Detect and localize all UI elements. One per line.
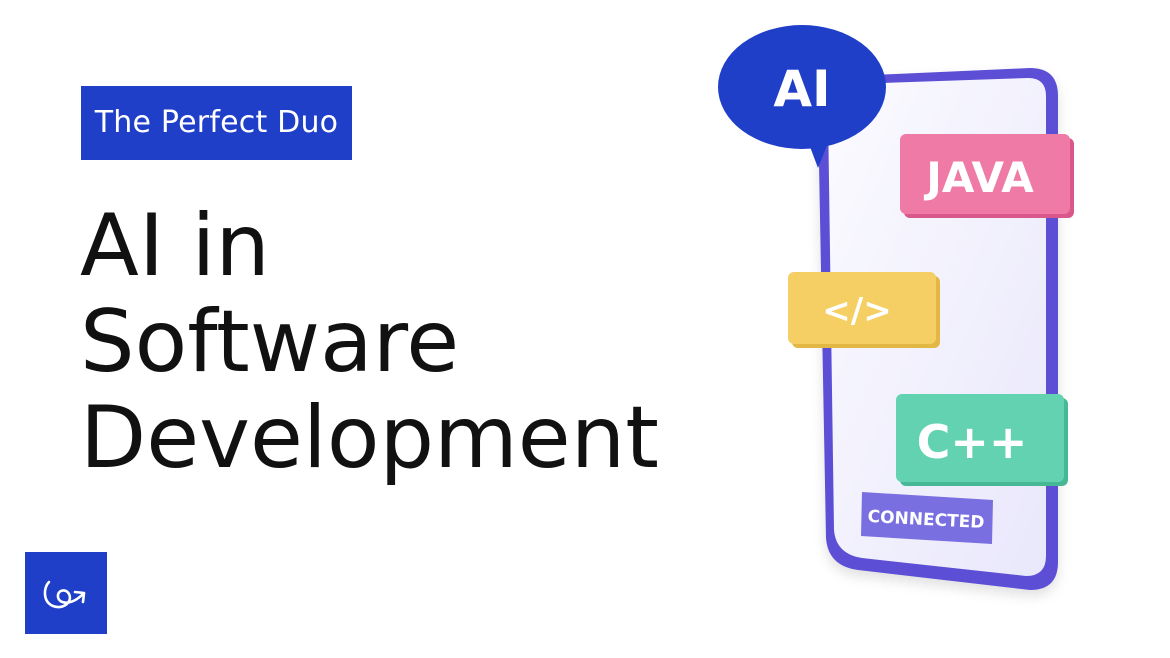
status-label: CONNECTED: [867, 507, 985, 533]
tagline-badge: The Perfect Duo: [81, 86, 352, 160]
title-line-1: AI in: [80, 196, 270, 296]
phone-device: [818, 68, 1058, 590]
title-line-2: Software: [80, 292, 460, 392]
cpp-tag: C++: [896, 394, 1068, 486]
ai-speech-bubble: AI: [718, 25, 886, 168]
bubble-label: AI: [773, 60, 830, 118]
java-tag: JAVA: [900, 134, 1074, 218]
code-tag: </>: [788, 272, 940, 348]
code-label: </>: [822, 291, 891, 331]
cpp-label: C++: [917, 415, 1028, 469]
brand-logo: [25, 552, 107, 634]
java-label: JAVA: [923, 153, 1034, 202]
title-line-3: Development: [80, 388, 659, 488]
loop-arrow-icon: [43, 580, 86, 609]
connected-status: CONNECTED: [861, 492, 993, 544]
page-title: AI in Software Development: [80, 198, 659, 486]
